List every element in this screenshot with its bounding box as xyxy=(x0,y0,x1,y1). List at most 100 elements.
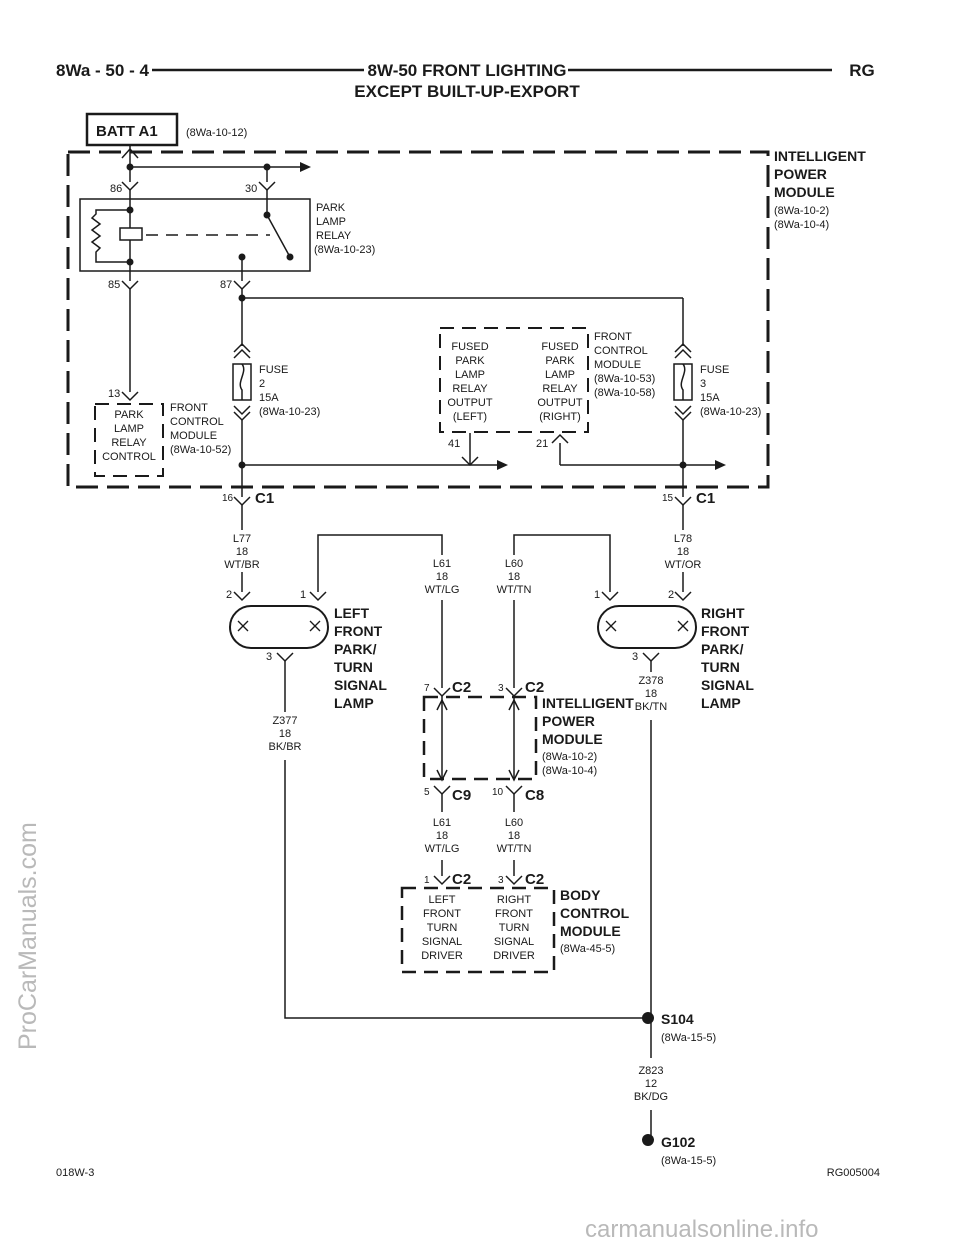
svg-text:18: 18 xyxy=(279,728,291,740)
page-number: 8Wa - 50 - 4 xyxy=(56,61,149,80)
svg-text:30: 30 xyxy=(245,183,257,195)
svg-text:LAMP: LAMP xyxy=(316,216,346,228)
ipm-top-box xyxy=(66,150,770,489)
body-control-module: 1 C2 3 C2 LEFT FRONT TURN SIGNAL DRIVER … xyxy=(400,871,630,974)
svg-text:POWER: POWER xyxy=(774,166,827,182)
svg-text:FUSE: FUSE xyxy=(259,364,288,376)
junction-dots xyxy=(126,163,687,1146)
svg-text:SIGNAL: SIGNAL xyxy=(494,936,534,948)
section-code: RG xyxy=(849,61,875,80)
svg-text:C2: C2 xyxy=(452,679,471,696)
svg-text:(8Wa-10-52): (8Wa-10-52) xyxy=(170,444,231,456)
svg-text:CONTROL: CONTROL xyxy=(170,416,224,428)
svg-text:3: 3 xyxy=(266,651,272,663)
relay-coil xyxy=(119,227,143,241)
svg-text:3: 3 xyxy=(498,875,504,886)
svg-text:FRONT: FRONT xyxy=(423,908,461,920)
svg-text:L60: L60 xyxy=(505,558,523,570)
svg-text:MODULE: MODULE xyxy=(560,923,621,939)
s104-splice-icon xyxy=(642,1012,654,1024)
svg-text:WT/LG: WT/LG xyxy=(425,584,460,596)
batt-ref: (8Wa-10-12) xyxy=(186,127,247,139)
svg-text:WT/TN: WT/TN xyxy=(497,584,532,596)
svg-text:RELAY: RELAY xyxy=(316,230,352,242)
footer-right-code: RG005004 xyxy=(827,1167,880,1179)
watermark-left: ProCarManuals.com xyxy=(14,822,42,1050)
svg-text:BODY: BODY xyxy=(560,887,601,903)
fcm-mid: FUSED PARK LAMP RELAY OUTPUT (LEFT) FUSE… xyxy=(439,327,655,450)
svg-text:16: 16 xyxy=(222,493,234,504)
page-title: 8W-50 FRONT LIGHTING xyxy=(368,61,567,80)
svg-text:PARK/: PARK/ xyxy=(334,641,377,657)
svg-text:1: 1 xyxy=(594,589,600,601)
svg-text:SIGNAL: SIGNAL xyxy=(422,936,462,948)
svg-text:DRIVER: DRIVER xyxy=(493,950,535,962)
svg-text:SIGNAL: SIGNAL xyxy=(334,677,387,693)
svg-text:RIGHT: RIGHT xyxy=(497,894,532,906)
svg-text:G102: G102 xyxy=(661,1134,695,1150)
svg-text:(8Wa-10-53): (8Wa-10-53) xyxy=(594,373,655,385)
svg-text:Z378: Z378 xyxy=(638,675,663,687)
svg-text:C8: C8 xyxy=(525,787,544,804)
svg-text:OUTPUT: OUTPUT xyxy=(447,397,493,409)
svg-text:LAMP: LAMP xyxy=(334,695,374,711)
svg-text:FRONT: FRONT xyxy=(170,402,208,414)
svg-text:(8Wa-10-2): (8Wa-10-2) xyxy=(774,205,829,217)
svg-text:C2: C2 xyxy=(525,871,544,888)
g102-ground: G102 (8Wa-15-5) xyxy=(661,1134,716,1167)
svg-text:RELAY: RELAY xyxy=(111,437,147,449)
c1-left-connector: 16 C1 xyxy=(222,490,274,507)
ipm-top-label: INTELLIGENT POWER MODULE (8Wa-10-2) (8Wa… xyxy=(774,148,866,231)
svg-text:MODULE: MODULE xyxy=(542,731,603,747)
svg-text:3: 3 xyxy=(498,683,504,694)
svg-text:CONTROL: CONTROL xyxy=(560,905,630,921)
svg-text:WT/BR: WT/BR xyxy=(224,559,259,571)
wire-labels: L77 18 WT/BR L78 18 WT/OR L61 18 WT/LG L… xyxy=(224,533,701,1103)
svg-text:TURN: TURN xyxy=(334,659,373,675)
c1-right-connector: 15 C1 xyxy=(662,490,715,507)
svg-text:LAMP: LAMP xyxy=(114,423,144,435)
svg-text:1: 1 xyxy=(300,589,306,601)
arrow-heads xyxy=(300,162,726,470)
svg-text:PARK/: PARK/ xyxy=(701,641,744,657)
svg-text:15A: 15A xyxy=(259,392,279,404)
svg-text:18: 18 xyxy=(645,688,657,700)
svg-text:PARK: PARK xyxy=(455,355,485,367)
svg-text:(LEFT): (LEFT) xyxy=(453,411,487,423)
svg-text:TURN: TURN xyxy=(499,922,530,934)
svg-text:41: 41 xyxy=(448,438,460,450)
relay-labels: 86 30 85 87 PARK LAMP RELAY (8Wa-10-23) xyxy=(108,183,375,291)
svg-text:13: 13 xyxy=(108,388,120,400)
svg-text:LAMP: LAMP xyxy=(455,369,485,381)
svg-text:PARK: PARK xyxy=(316,202,346,214)
svg-text:(8Wa-45-5): (8Wa-45-5) xyxy=(560,943,615,955)
svg-text:FUSED: FUSED xyxy=(541,341,578,353)
svg-text:87: 87 xyxy=(220,279,232,291)
svg-text:18: 18 xyxy=(436,830,448,842)
svg-text:10: 10 xyxy=(492,787,504,798)
svg-text:C1: C1 xyxy=(696,490,715,507)
svg-text:18: 18 xyxy=(508,571,520,583)
footer-left-code: 018W-3 xyxy=(56,1167,94,1179)
svg-text:LEFT: LEFT xyxy=(334,605,369,621)
svg-text:OUTPUT: OUTPUT xyxy=(537,397,583,409)
svg-text:(8Wa-15-5): (8Wa-15-5) xyxy=(661,1032,716,1044)
svg-text:86: 86 xyxy=(110,183,122,195)
svg-text:2: 2 xyxy=(226,589,232,601)
svg-text:Z377: Z377 xyxy=(272,715,297,727)
svg-text:(8Wa-10-4): (8Wa-10-4) xyxy=(774,219,829,231)
svg-text:WT/TN: WT/TN xyxy=(497,843,532,855)
svg-text:18: 18 xyxy=(236,546,248,558)
svg-text:12: 12 xyxy=(645,1078,657,1090)
lamp-icon xyxy=(229,605,329,649)
svg-text:SIGNAL: SIGNAL xyxy=(701,677,754,693)
fcm-left: 13 PARK LAMP RELAY CONTROL FRONT CONTROL… xyxy=(94,388,231,477)
svg-text:FRONT: FRONT xyxy=(701,623,750,639)
svg-text:LEFT: LEFT xyxy=(429,894,456,906)
svg-text:C9: C9 xyxy=(452,787,471,804)
watermark-bottom: carmanualsonline.info xyxy=(585,1216,819,1243)
svg-text:L61: L61 xyxy=(433,558,451,570)
svg-text:(8Wa-10-23): (8Wa-10-23) xyxy=(259,406,320,418)
left-front-lamp: 2 1 3 LEFT FRONT PARK/ TURN SIGNAL LAMP xyxy=(226,589,387,711)
svg-text:L77: L77 xyxy=(233,533,251,545)
